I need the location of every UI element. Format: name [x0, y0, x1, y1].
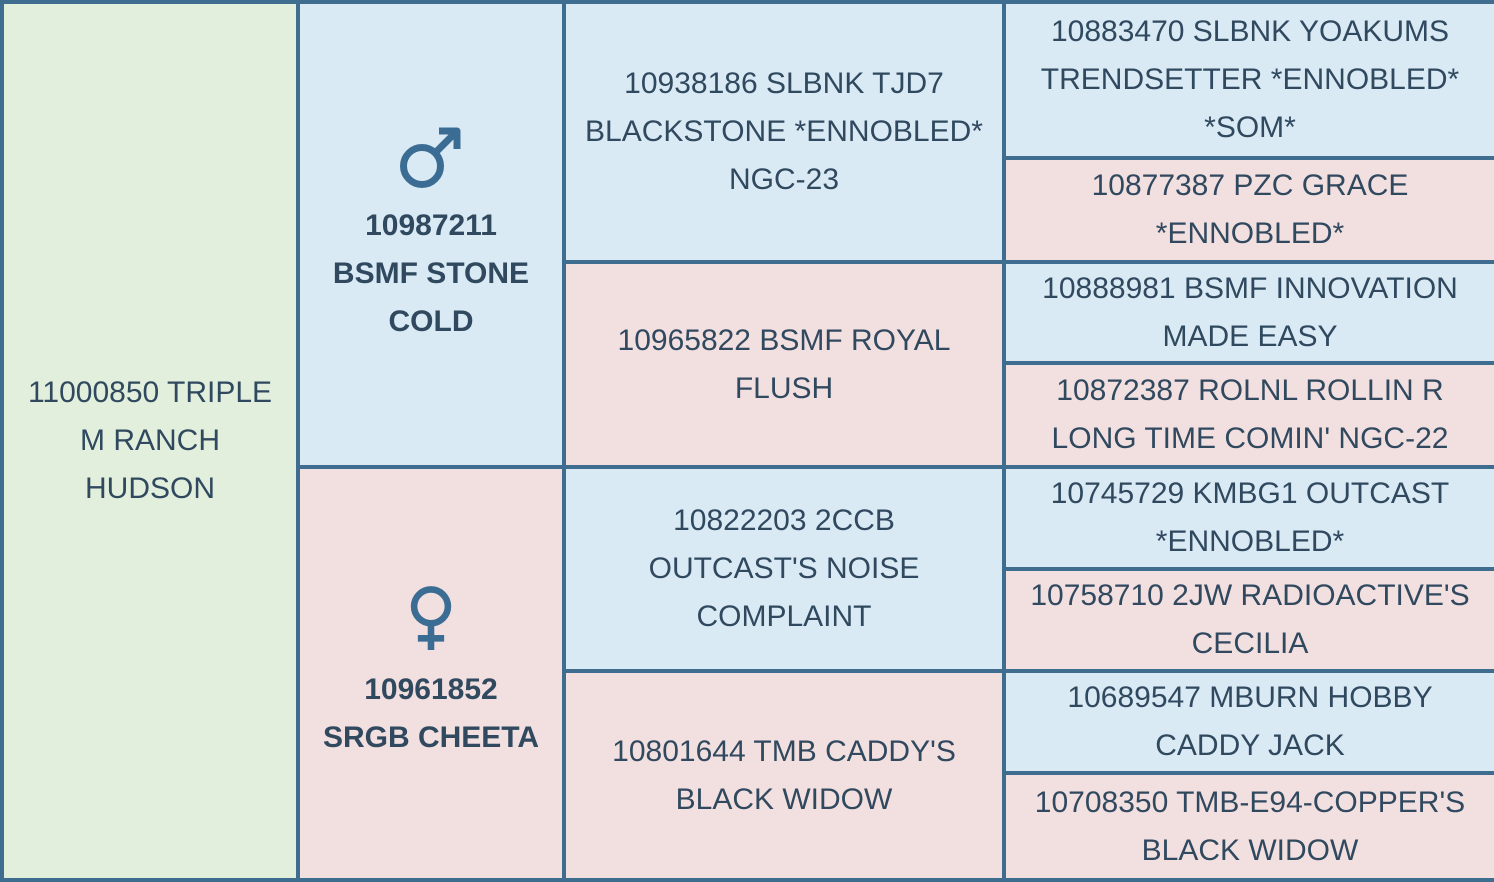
- maternal-grandsire-cell: 10822203 2CCB OUTCAST'S NOISE COMPLAINT: [562, 465, 1006, 673]
- female-icon: [308, 585, 554, 654]
- great-grandparent-cell: 10689547 MBURN HOBBY CADDY JACK: [1002, 669, 1494, 775]
- great-grandparent-cell: 10883470 SLBNK YOAKUMS TRENDSETTER *ENNO…: [1002, 0, 1494, 160]
- paternal-granddam-cell: 10965822 BSMF ROYAL FLUSH: [562, 260, 1006, 469]
- dam-id: 10961852: [364, 672, 498, 706]
- great-grandparent-cell: 10877387 PZC GRACE *ENNOBLED*: [1002, 156, 1494, 264]
- dam-cell: 10961852 SRGB CHEETA: [296, 465, 566, 882]
- great-grandparent-cell: 10888981 BSMF INNOVATION MADE EASY: [1002, 260, 1494, 365]
- maternal-granddam-cell: 10801644 TMB CADDY'S BLACK WIDOW: [562, 669, 1006, 882]
- male-icon: [308, 124, 554, 190]
- sire-id: 10987211: [365, 208, 497, 242]
- subject-cell: 11000850 TRIPLE M RANCH HUDSON: [0, 0, 300, 882]
- sire-cell: 10987211 BSMF STONE COLD: [296, 0, 566, 469]
- great-grandparent-cell: 10745729 KMBG1 OUTCAST *ENNOBLED*: [1002, 465, 1494, 571]
- great-grandparent-cell: 10708350 TMB-E94-COPPER'S BLACK WIDOW: [1002, 771, 1494, 882]
- dam-name: SRGB CHEETA: [322, 720, 540, 754]
- maternal-grandsire-label: 10822203 2CCB OUTCAST'S NOISE COMPLAINT: [648, 504, 920, 633]
- sire-name: BSMF STONE COLD: [332, 256, 530, 338]
- great-grandparent-cell: 10758710 2JW RADIOACTIVE'S CECILIA: [1002, 567, 1494, 673]
- paternal-grandsire-cell: 10938186 SLBNK TJD7 BLACKSTONE *ENNOBLED…: [562, 0, 1006, 264]
- great-grandparent-cell: 10872387 ROLNL ROLLIN R LONG TIME COMIN'…: [1002, 361, 1494, 469]
